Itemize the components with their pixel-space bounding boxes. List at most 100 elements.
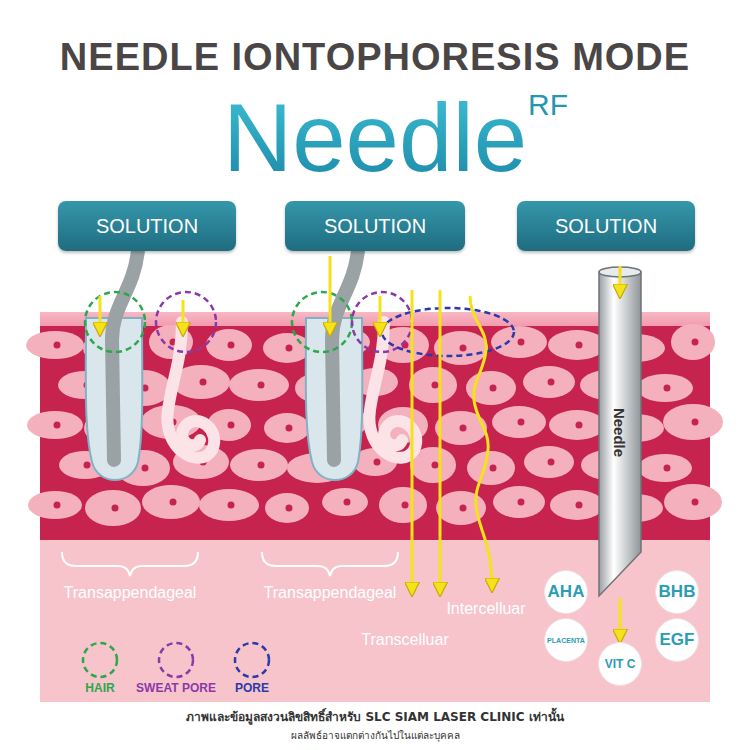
cell <box>322 488 368 516</box>
flow-arrow <box>100 256 492 594</box>
needle-label: Needle <box>612 407 629 456</box>
cell <box>491 326 547 358</box>
cell <box>85 490 141 526</box>
ingredient-label: BHB <box>659 582 696 602</box>
cell-nucleus <box>490 465 497 472</box>
cell <box>230 449 288 481</box>
cell-nucleus <box>432 462 439 469</box>
needle-body <box>599 272 641 596</box>
legend-label: HAIR <box>85 682 114 695</box>
copyright-note: ภาพและข้อมูลสงวนลิขสิทธิ์สำหรับ SLC SIAM… <box>186 711 564 724</box>
brand-heading: Needle <box>219 85 531 191</box>
cell <box>492 406 546 438</box>
box-label: SOLUTION <box>324 215 426 238</box>
cell-nucleus <box>228 342 235 349</box>
cell-nucleus <box>692 419 699 426</box>
ingredient-circle: PLACENTA <box>544 618 588 662</box>
cell <box>493 486 545 518</box>
ingredient-label: PLACENTA <box>547 637 585 644</box>
cell-nucleus <box>142 465 149 472</box>
legend-swatch <box>235 643 269 677</box>
legend-group <box>83 643 269 677</box>
cell <box>142 485 200 519</box>
box-label: SOLUTION <box>96 215 198 238</box>
pathway-marker <box>85 292 514 356</box>
cell <box>199 489 259 521</box>
cell-nucleus <box>460 425 467 432</box>
ingredient-circle: BHB <box>655 570 699 614</box>
cell <box>409 367 457 403</box>
pathway-label: Transcelluar <box>361 631 448 649</box>
solution-box: SOLUTION <box>517 201 695 251</box>
cell-nucleus <box>518 419 525 426</box>
pathway-label: Transappendageal <box>264 584 397 602</box>
superscript: RF <box>528 88 568 121</box>
cell <box>671 324 715 360</box>
cell-nucleus <box>170 499 177 506</box>
cell <box>548 330 606 360</box>
sweat-gland <box>167 322 416 458</box>
cell-nucleus <box>518 499 525 506</box>
cell <box>467 451 515 485</box>
pathway-label: Intercelluar <box>446 600 525 618</box>
cell <box>27 411 83 439</box>
cell-nucleus <box>54 422 61 429</box>
cell-nucleus <box>460 345 467 352</box>
cell-nucleus <box>490 385 497 392</box>
cell-nucleus <box>286 505 293 512</box>
pathway-label: Transappendageal <box>64 584 197 602</box>
ingredient-circle: VIT C <box>598 642 642 686</box>
cell-nucleus <box>664 385 671 392</box>
cell <box>229 369 289 401</box>
hair-follicle <box>86 250 363 480</box>
cell <box>263 333 311 363</box>
cell <box>26 331 84 359</box>
cell-nucleus <box>286 345 293 352</box>
cell-nucleus <box>112 505 119 512</box>
cell <box>549 410 605 440</box>
cell-nucleus <box>548 379 555 386</box>
cell-nucleus <box>286 425 293 432</box>
cell-nucleus <box>664 465 671 472</box>
cell-nucleus <box>402 502 409 509</box>
box-label: SOLUTION <box>555 215 657 238</box>
cell-nucleus <box>576 342 583 349</box>
bracket <box>62 552 398 576</box>
solution-box: SOLUTION <box>285 201 465 251</box>
cell <box>524 446 574 478</box>
flow-arrow <box>619 266 622 296</box>
cell-nucleus <box>518 339 525 346</box>
cell <box>664 484 722 520</box>
cell <box>523 366 575 398</box>
cell <box>434 331 488 365</box>
cell <box>379 487 427 523</box>
solution-box: SOLUTION <box>58 201 236 251</box>
legend-label: SWEAT PORE <box>136 682 216 695</box>
cell-nucleus <box>576 422 583 429</box>
cell-nucleus <box>344 499 351 506</box>
ingredient-label: VIT C <box>605 657 636 671</box>
cell <box>28 491 82 519</box>
cell-nucleus <box>692 339 699 346</box>
legend-swatch <box>159 643 193 677</box>
flow-connector <box>619 598 622 641</box>
needle-shape: Needle <box>598 266 642 598</box>
cell <box>265 493 309 523</box>
cell-nucleus <box>460 505 467 512</box>
cell-nucleus <box>374 459 381 466</box>
cell-nucleus <box>200 379 207 386</box>
cell-nucleus <box>692 499 699 506</box>
cell-nucleus <box>258 462 265 469</box>
cell-nucleus <box>228 422 235 429</box>
ingredient-circle: EGF <box>655 618 699 662</box>
cell-nucleus <box>576 502 583 509</box>
cell <box>637 374 693 402</box>
cell <box>638 454 692 482</box>
cell <box>550 490 604 520</box>
cell-nucleus <box>84 462 91 469</box>
cell-nucleus <box>54 502 61 509</box>
cell-nucleus <box>432 382 439 389</box>
cell-nucleus <box>258 382 265 389</box>
title: NEEDLE IONTOPHORESIS MODE <box>60 37 690 79</box>
legend-label: PORE <box>235 682 269 695</box>
